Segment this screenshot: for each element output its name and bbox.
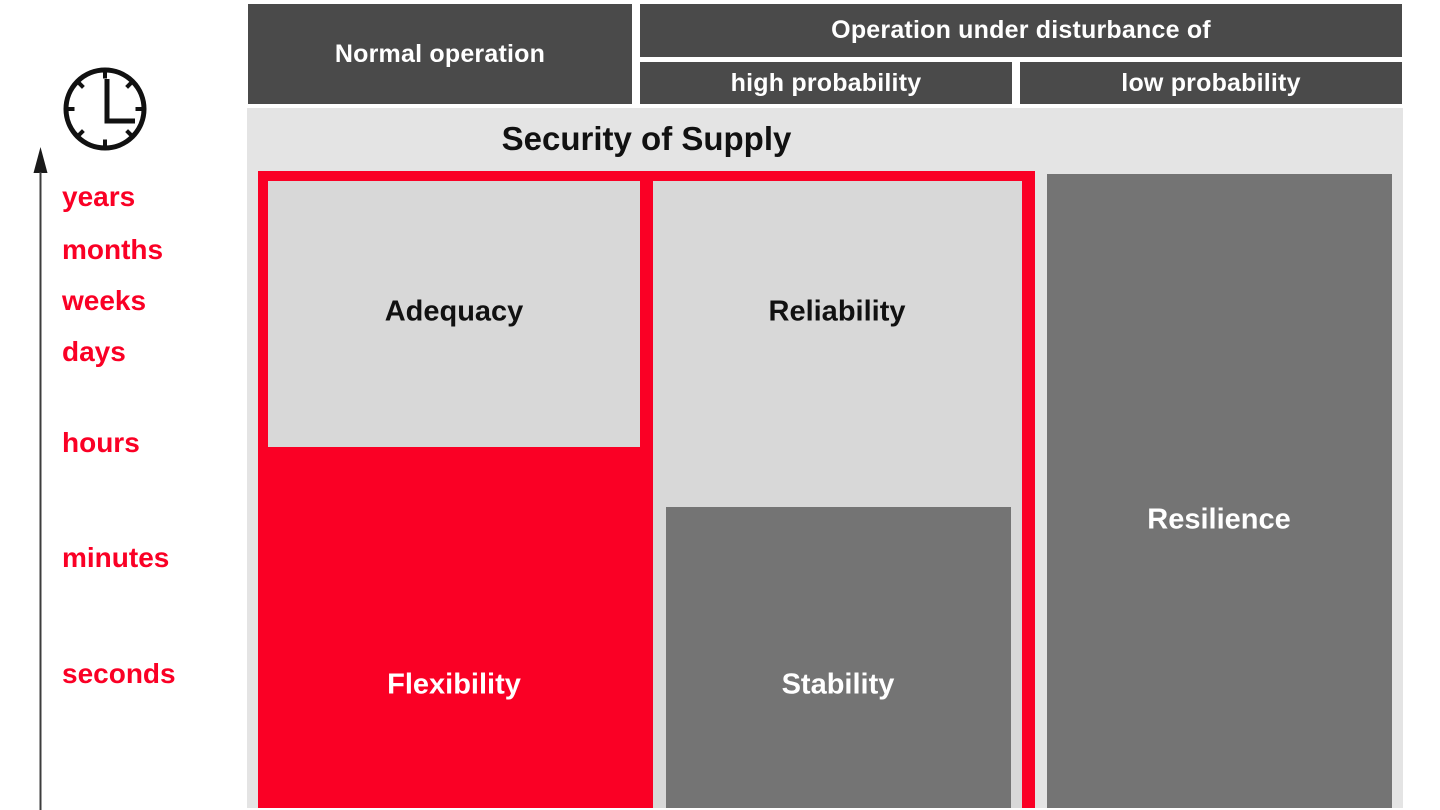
adequacy-label: Adequacy [384, 295, 524, 328]
header-operation-under-disturbance: Operation under disturbance of [640, 4, 1402, 57]
clock-icon [63, 67, 147, 151]
time-label-months: months [62, 234, 164, 265]
time-axis-arrow [33, 147, 48, 810]
time-label-minutes: minutes [62, 542, 170, 573]
time-label-years: years [62, 181, 136, 212]
time-label-seconds: seconds [62, 658, 176, 689]
stability-box [666, 507, 1011, 808]
header-high-probability: high probability [640, 62, 1012, 104]
time-axis: years months weeks days hours minutes se… [0, 0, 240, 810]
header-normal-operation: Normal operation [248, 4, 632, 104]
security-of-supply-title: Security of Supply [501, 120, 792, 157]
time-label-days: days [62, 336, 126, 367]
flexibility-label: Flexibility [387, 668, 521, 701]
time-label-hours: hours [62, 427, 140, 458]
stability-label: Stability [781, 668, 895, 701]
resilience-box [1047, 174, 1392, 808]
resilience-label: Resilience [1147, 503, 1291, 536]
header-low-probability: low probability [1020, 62, 1402, 104]
adequacy-box [268, 181, 640, 447]
time-label-weeks: weeks [62, 285, 147, 316]
reliability-label: Reliability [768, 295, 906, 328]
